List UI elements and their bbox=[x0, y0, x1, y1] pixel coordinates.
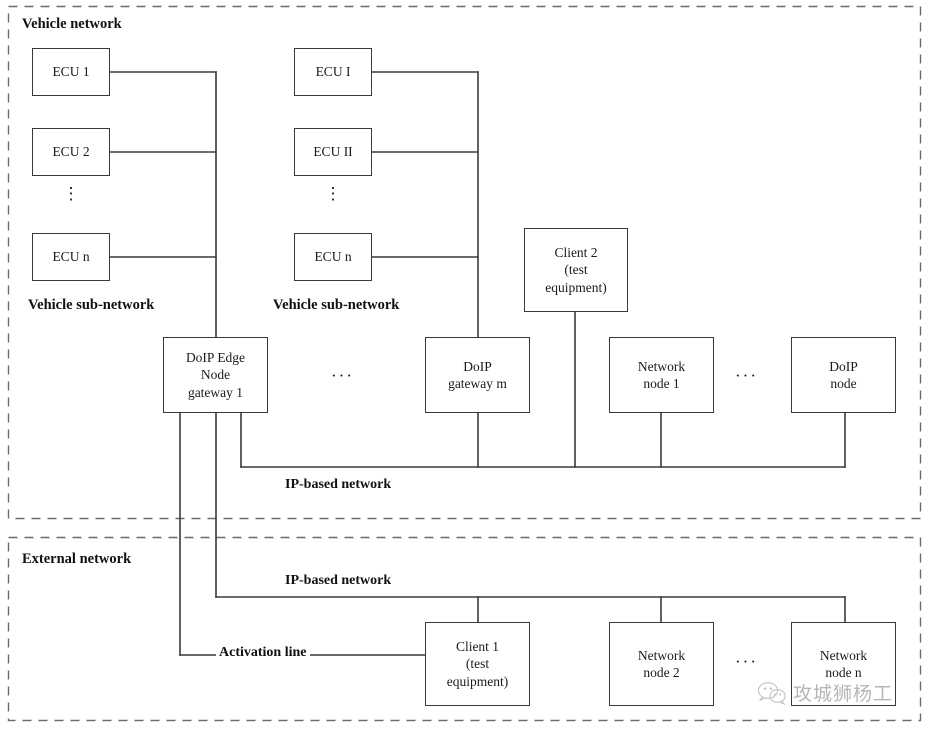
vehicle-network-zone-label: Vehicle network bbox=[22, 16, 122, 32]
node-network-node-2[interactable]: Network node 2 bbox=[609, 622, 714, 706]
node-ecu-2[interactable]: ECU 2 bbox=[32, 128, 110, 176]
node-doip-gateway-m-line-2: gateway m bbox=[448, 376, 507, 391]
subnetwork-2-vertical-ellipsis: ⋮ bbox=[324, 184, 342, 203]
node-network-node-1-line-1: Network bbox=[637, 358, 686, 374]
node-network-node-2-line-1: Network bbox=[637, 647, 686, 663]
node-ecu-ii-line-1: ECU II bbox=[313, 144, 353, 160]
vehicle-nodes-horizontal-ellipsis: ··· bbox=[735, 366, 758, 385]
node-client-1-line-2: (test bbox=[465, 656, 490, 672]
node-doip-edge-node-gateway-1-line-1: DoIP Edge bbox=[185, 350, 246, 366]
node-ecu-2-line-1: ECU 2 bbox=[52, 144, 90, 160]
node-network-node-n-line-2: node n bbox=[825, 665, 862, 680]
activation-line-label: Activation line bbox=[216, 645, 310, 661]
vehicle-network-zone-border bbox=[7, 5, 922, 520]
node-network-node-1[interactable]: Network node 1 bbox=[609, 337, 714, 413]
node-doip-edge-node-gateway-1-line-3: gateway 1 bbox=[187, 384, 244, 400]
node-ecu-ii[interactable]: ECU II bbox=[294, 128, 372, 176]
node-doip-gateway-m-line-1: DoIP bbox=[463, 358, 492, 374]
node-ecu-n-b[interactable]: ECU n bbox=[294, 233, 372, 281]
gateways-horizontal-ellipsis: ··· bbox=[331, 366, 354, 385]
node-client-2-line-3: equipment) bbox=[545, 279, 607, 295]
node-client-1-line-1: Client 1 bbox=[455, 639, 500, 655]
node-ecu-1[interactable]: ECU 1 bbox=[32, 48, 110, 96]
vehicle-ip-network-bus-label: IP-based network bbox=[282, 477, 395, 493]
node-client-1[interactable]: Client 1 (test equipment) bbox=[425, 622, 530, 706]
node-client-1-line-3: equipment) bbox=[446, 673, 509, 689]
node-network-node-1-line-2: node 1 bbox=[643, 376, 680, 391]
node-doip-gateway-m[interactable]: DoIP gateway m bbox=[425, 337, 530, 413]
node-client-2[interactable]: Client 2 (test equipment) bbox=[524, 228, 628, 312]
external-network-zone-label: External network bbox=[22, 551, 132, 567]
external-ip-network-bus-label: IP-based network bbox=[282, 573, 395, 589]
vehicle-sub-network-1-label: Vehicle sub-network bbox=[28, 297, 155, 313]
node-network-node-2-line-2: node 2 bbox=[643, 665, 680, 680]
node-doip-node[interactable]: DoIP node bbox=[791, 337, 896, 413]
external-network-zone-border bbox=[7, 536, 922, 722]
node-ecu-n-a-line-1: ECU n bbox=[52, 249, 90, 265]
node-ecu-n-b-line-1: ECU n bbox=[314, 249, 352, 265]
node-ecu-n-a[interactable]: ECU n bbox=[32, 233, 110, 281]
node-ecu-1-line-1: ECU 1 bbox=[52, 64, 90, 80]
node-client-2-line-2: (test bbox=[564, 262, 588, 278]
node-doip-node-line-1: DoIP bbox=[829, 358, 858, 374]
node-ecu-i-line-1: ECU I bbox=[315, 64, 351, 80]
node-doip-node-line-2: node bbox=[830, 376, 857, 391]
node-ecu-i[interactable]: ECU I bbox=[294, 48, 372, 96]
node-network-node-n-line-1: Network bbox=[819, 647, 868, 663]
node-client-2-line-1: Client 2 bbox=[554, 245, 598, 261]
vehicle-sub-network-2-label: Vehicle sub-network bbox=[273, 297, 400, 313]
node-doip-edge-node-gateway-1-line-2: Node bbox=[200, 367, 231, 383]
node-doip-edge-node-gateway-1[interactable]: DoIP Edge Node gateway 1 bbox=[163, 337, 268, 413]
subnetwork-1-vertical-ellipsis: ⋮ bbox=[62, 184, 80, 203]
node-network-node-n[interactable]: Network node n bbox=[791, 622, 896, 706]
external-nodes-horizontal-ellipsis: ··· bbox=[735, 652, 758, 671]
